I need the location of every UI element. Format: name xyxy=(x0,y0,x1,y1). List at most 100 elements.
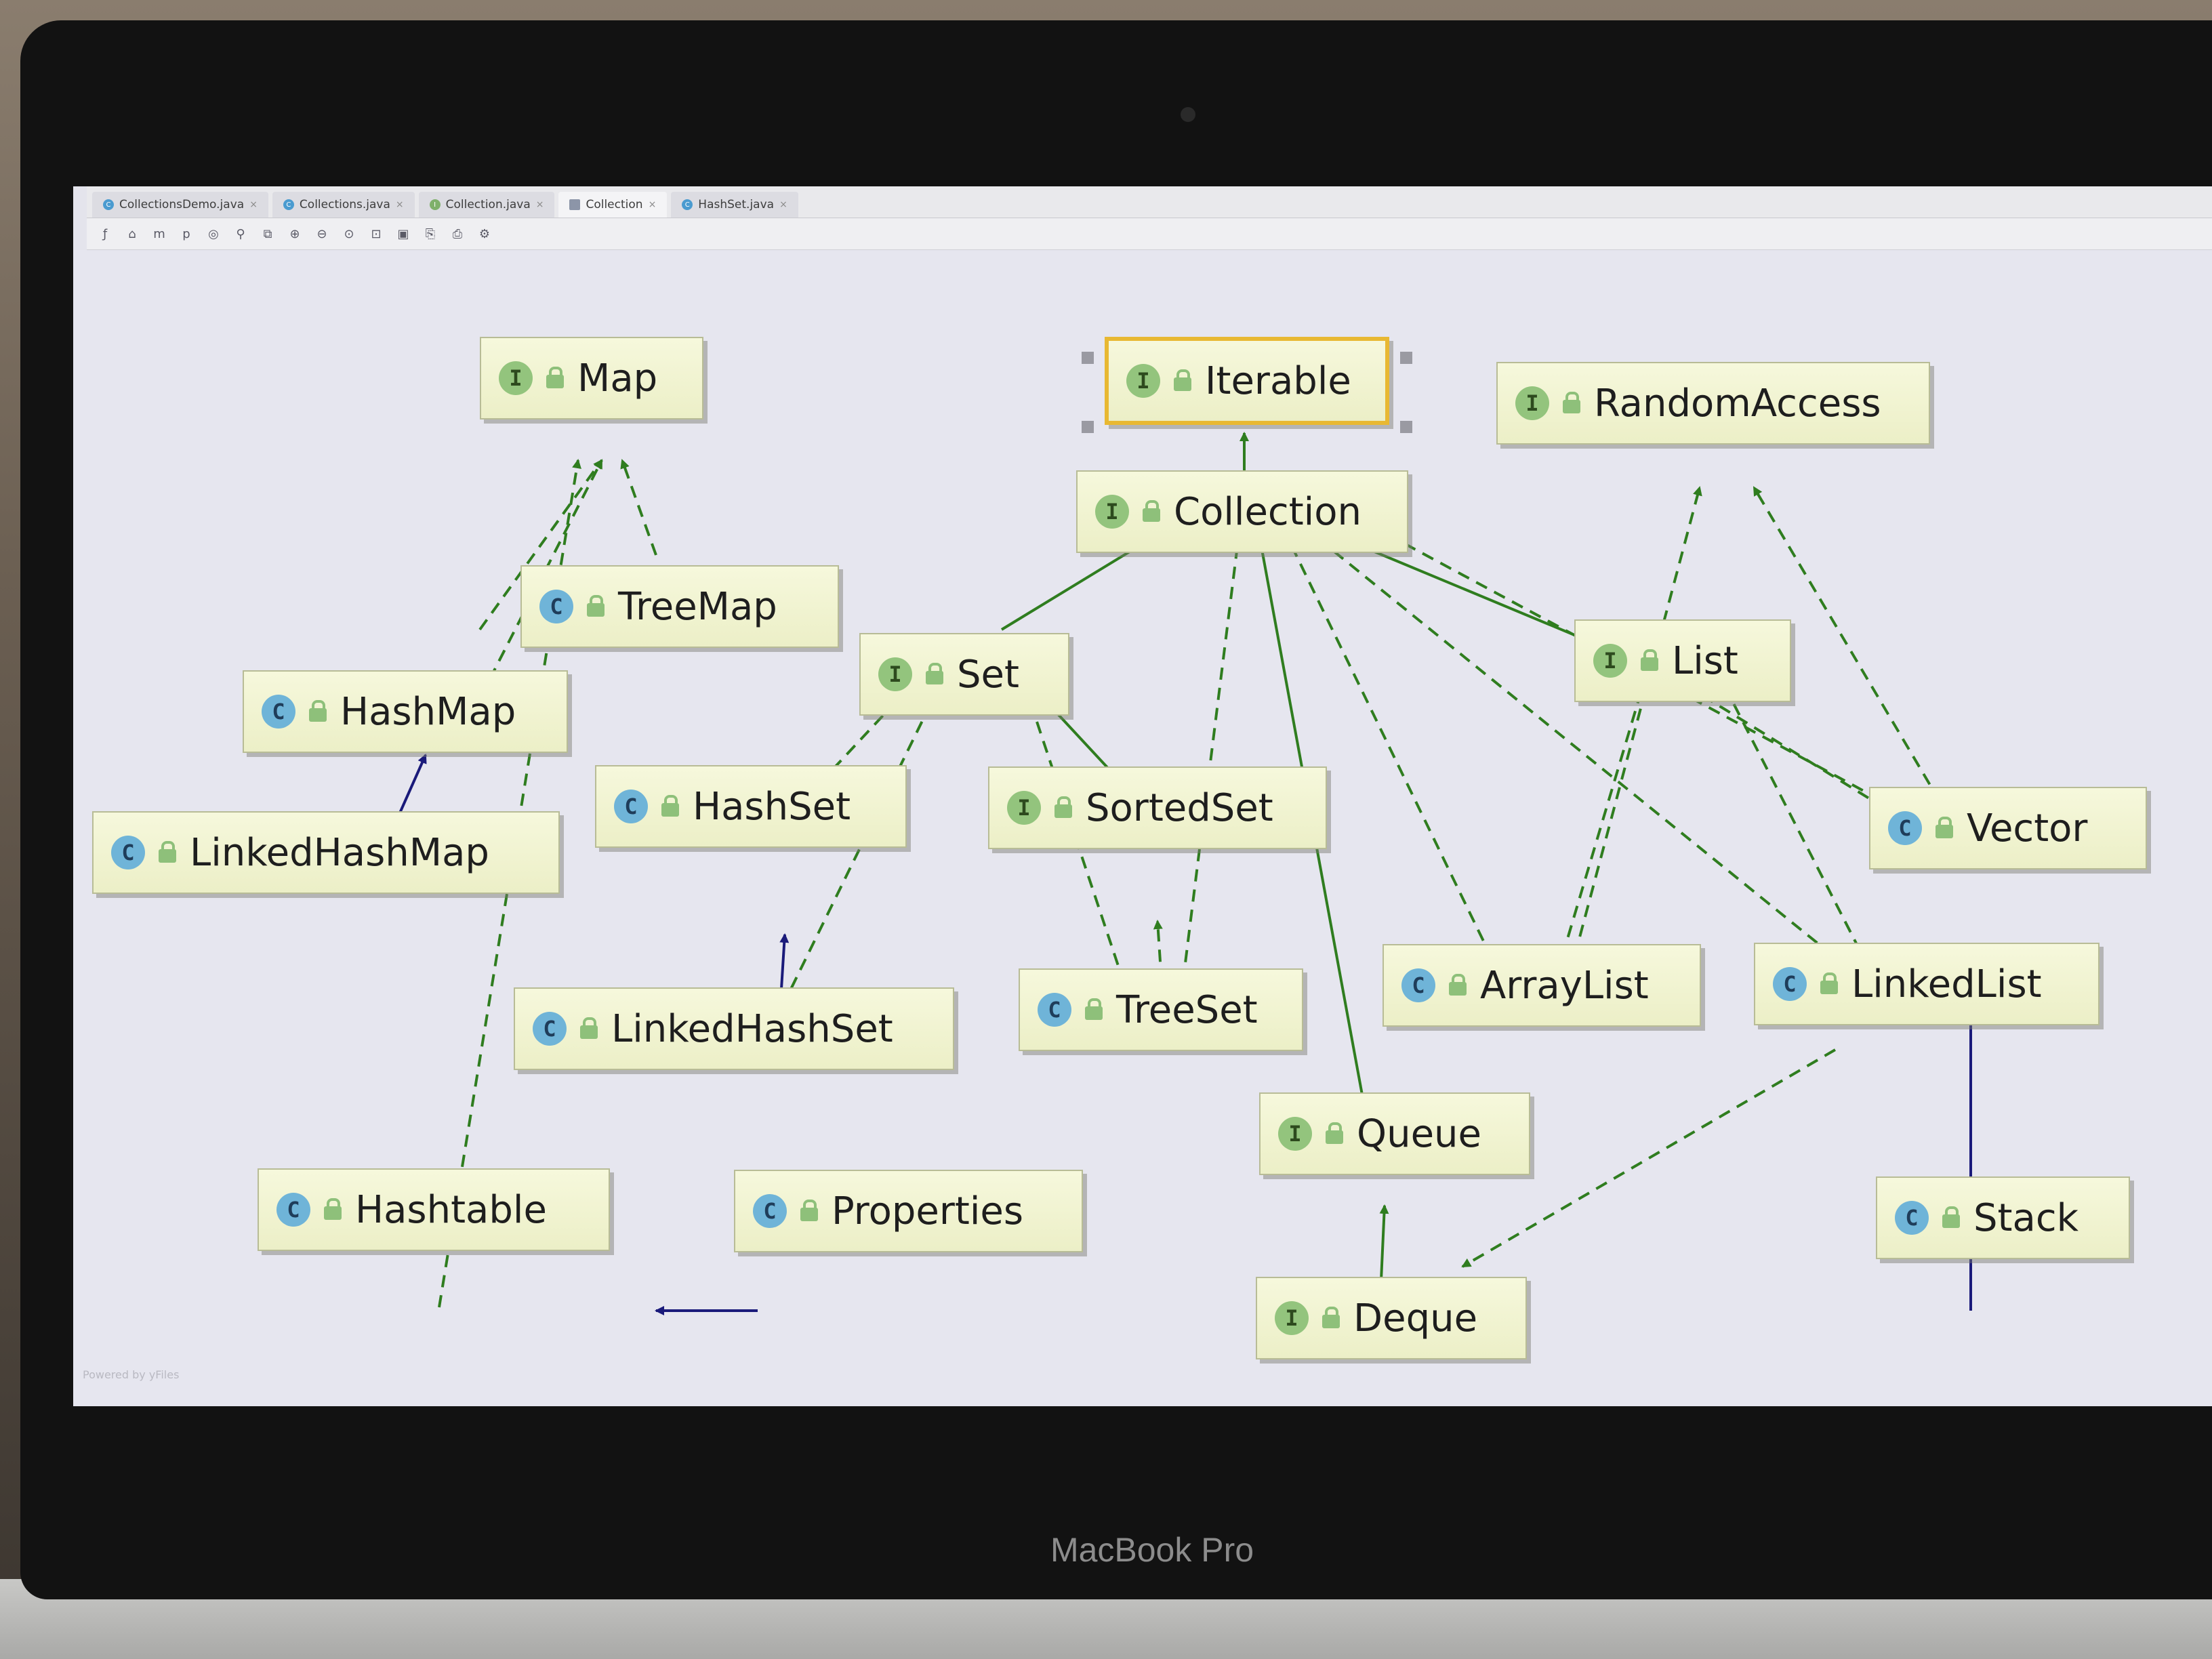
zoom-out-icon[interactable]: ⊖ xyxy=(316,226,327,241)
node-label: ArrayList xyxy=(1480,963,1649,1008)
edge-treeset-set xyxy=(1027,696,1139,1023)
public-lock-icon xyxy=(1934,817,1954,840)
node-linked-hash-set[interactable]: C LinkedHashSet xyxy=(514,987,954,1070)
node-map[interactable]: I Map xyxy=(480,337,703,419)
close-icon[interactable]: × xyxy=(648,199,657,210)
node-tree-map[interactable]: C TreeMap xyxy=(520,565,839,648)
node-iterable[interactable]: I Iterable xyxy=(1105,337,1389,425)
tab-hashset-java[interactable]: C HashSet.java × xyxy=(671,192,798,218)
node-properties[interactable]: C Properties xyxy=(734,1170,1083,1252)
node-label: List xyxy=(1672,638,1738,683)
public-lock-icon xyxy=(586,595,606,618)
node-hash-map[interactable]: C HashMap xyxy=(243,670,568,753)
public-lock-icon xyxy=(660,795,680,818)
tab-label: Collections.java xyxy=(299,198,390,211)
node-label: TreeSet xyxy=(1116,987,1258,1032)
node-label: LinkedList xyxy=(1851,962,2042,1006)
edge-treemap-map xyxy=(620,459,657,556)
interface-i-icon: I xyxy=(1126,364,1160,398)
class-c-icon: C xyxy=(276,1193,310,1227)
interface-i-icon: I xyxy=(878,657,912,691)
selection-handle[interactable] xyxy=(1400,421,1412,433)
node-label: LinkedHashMap xyxy=(190,830,489,875)
node-vector[interactable]: C Vector xyxy=(1869,787,2147,869)
public-lock-icon xyxy=(1321,1307,1341,1330)
close-icon[interactable]: × xyxy=(779,199,787,210)
node-label: HashMap xyxy=(340,689,516,734)
save-icon[interactable]: ▣ xyxy=(397,226,409,241)
close-icon[interactable]: × xyxy=(249,199,258,210)
diagram-toolbar: ƒ ⌂ m p ◎ ⚲ ⧉ ⊕ ⊖ ⊙ ⊡ ▣ ⎘ ⎙ ⚙ xyxy=(87,218,2212,250)
class-c-icon: C xyxy=(614,790,648,823)
node-stack[interactable]: C Stack xyxy=(1876,1176,2130,1259)
public-lock-icon xyxy=(1561,392,1582,415)
node-linked-list[interactable]: C LinkedList xyxy=(1754,943,2100,1025)
node-linked-hash-map[interactable]: C LinkedHashMap xyxy=(92,811,560,894)
node-label: LinkedHashSet xyxy=(611,1006,893,1051)
public-lock-icon xyxy=(545,367,565,390)
node-set[interactable]: I Set xyxy=(859,633,1069,716)
public-lock-icon xyxy=(1324,1122,1345,1145)
interface-i-icon: I xyxy=(1278,1117,1312,1151)
tab-collection-java[interactable]: I Collection.java × xyxy=(418,192,555,218)
class-c-icon: C xyxy=(1888,811,1922,845)
methods-icon[interactable]: m xyxy=(153,226,165,241)
selection-handle[interactable] xyxy=(1082,421,1094,433)
node-tree-set[interactable]: C TreeSet xyxy=(1019,968,1303,1051)
node-label: HashSet xyxy=(693,784,851,829)
fields-icon[interactable]: ƒ xyxy=(102,226,108,241)
public-lock-icon xyxy=(1172,369,1193,392)
export-icon[interactable]: ⎘ xyxy=(425,226,436,241)
tab-collections-demo[interactable]: C CollectionsDemo.java × xyxy=(92,192,268,218)
tab-label: HashSet.java xyxy=(698,198,775,211)
node-label: Deque xyxy=(1353,1296,1478,1340)
public-lock-icon xyxy=(157,841,178,864)
selection-handle[interactable] xyxy=(1082,352,1094,364)
settings-icon[interactable]: ⚙ xyxy=(478,226,491,241)
properties-icon[interactable]: p xyxy=(182,226,190,241)
node-collection[interactable]: I Collection xyxy=(1076,470,1408,553)
camera-dot xyxy=(1181,107,1195,122)
node-label: Collection xyxy=(1174,489,1361,534)
interface-i-icon: I xyxy=(1275,1301,1309,1335)
fit-content-icon[interactable]: ⊡ xyxy=(371,226,382,241)
node-sorted-set[interactable]: I SortedSet xyxy=(988,766,1327,849)
public-lock-icon xyxy=(323,1198,343,1221)
node-random-access[interactable]: I RandomAccess xyxy=(1496,362,1930,445)
node-hashtable[interactable]: C Hashtable xyxy=(258,1168,610,1251)
edge-linkedhashset-set xyxy=(763,696,935,1044)
selection-handle[interactable] xyxy=(1400,352,1412,364)
filter-icon[interactable]: ⚲ xyxy=(236,226,245,241)
layout-icon[interactable]: ⧉ xyxy=(263,226,272,241)
node-hash-set[interactable]: C HashSet xyxy=(595,765,907,848)
inner-classes-icon[interactable]: ◎ xyxy=(208,226,219,241)
node-label: Map xyxy=(577,356,658,401)
close-icon[interactable]: × xyxy=(395,199,404,210)
close-icon[interactable]: × xyxy=(535,199,544,210)
node-array-list[interactable]: C ArrayList xyxy=(1382,944,1701,1027)
class-c-icon: C xyxy=(1038,993,1071,1027)
public-lock-icon xyxy=(1941,1206,1961,1229)
tab-collections-java[interactable]: C Collections.java × xyxy=(272,192,415,218)
node-list[interactable]: I List xyxy=(1574,619,1791,702)
uml-diagram-canvas[interactable]: I Map I Iterable I RandomAccess I Collec… xyxy=(73,250,2212,1406)
class-c-icon: C xyxy=(103,199,114,210)
print-icon[interactable]: ⎙ xyxy=(452,226,463,241)
class-c-icon: C xyxy=(283,199,294,210)
actual-size-icon[interactable]: ⊙ xyxy=(344,226,354,241)
node-queue[interactable]: I Queue xyxy=(1259,1092,1530,1175)
class-c-icon: C xyxy=(539,590,573,623)
interface-i-icon: I xyxy=(1095,495,1129,529)
class-c-icon: C xyxy=(262,695,295,729)
node-deque[interactable]: I Deque xyxy=(1256,1277,1527,1359)
public-lock-icon xyxy=(1053,796,1073,819)
interface-i-icon: I xyxy=(499,361,533,395)
diagram-icon xyxy=(569,199,581,210)
tab-collection-diagram[interactable]: Collection × xyxy=(558,192,668,218)
public-lock-icon xyxy=(579,1017,599,1040)
edge-vector-randomaccess xyxy=(1753,486,1952,821)
node-label: Hashtable xyxy=(355,1187,547,1232)
zoom-in-icon[interactable]: ⊕ xyxy=(289,226,300,241)
constructors-icon[interactable]: ⌂ xyxy=(128,226,136,241)
node-label: SortedSet xyxy=(1086,785,1273,830)
